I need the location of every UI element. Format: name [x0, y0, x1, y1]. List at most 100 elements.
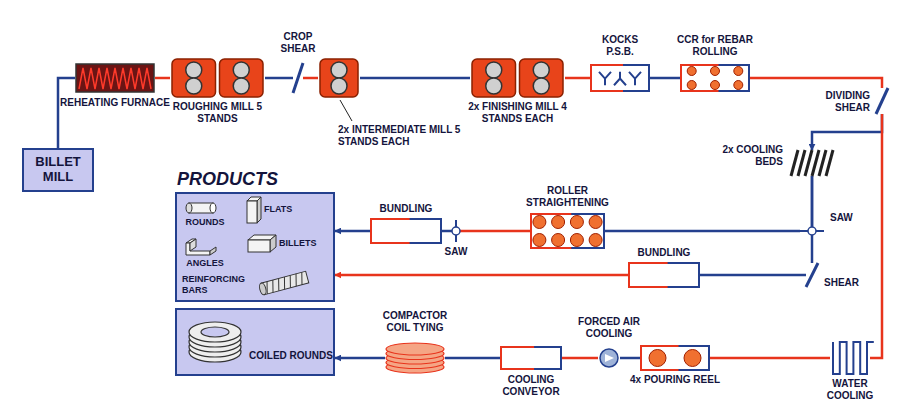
node-label: BUNDLING [628, 247, 700, 259]
flow-line [870, 114, 882, 358]
node-label: ROUGHING MILL 5 STANDS [170, 101, 265, 125]
flow-line [811, 176, 814, 263]
flow-line [812, 114, 882, 150]
flow-line [442, 230, 452, 233]
pouring-reel-icon [640, 345, 710, 371]
product-label: ANGLES [180, 258, 230, 269]
flow-line [620, 357, 640, 360]
process-box-icon [500, 346, 562, 370]
flow-line [605, 230, 800, 233]
rebar-icon [258, 271, 308, 295]
mill-box: BILLET MILL [22, 148, 94, 192]
furnace: REHEATING FURNACE [75, 63, 155, 93]
product-panel: COILED ROUNDS [175, 308, 335, 376]
cooling-beds-icon [789, 150, 835, 176]
mill-stands: ROUGHING MILL 5 STANDS [170, 58, 265, 98]
shear-symbol-icon [876, 88, 888, 114]
process-box-icon [628, 262, 700, 288]
node-label: PRODUCTS [177, 169, 337, 191]
node-label: 2x COOLING BEDS [713, 144, 783, 168]
mill-stand-icon [318, 58, 360, 98]
node-label: WATER COOLING [820, 378, 880, 402]
shear-symbol: CROP SHEAR [293, 63, 303, 93]
rounds-icon [186, 203, 216, 213]
water-cooling-icon [830, 340, 870, 376]
process-box-icon [370, 218, 442, 244]
shear-symbol: SHEAR [806, 263, 818, 287]
mill-stands-icon [470, 58, 565, 98]
product-label: REINFORCING BARS [182, 274, 262, 296]
process-box: COOLING CONVEYOR [500, 346, 562, 370]
shear-symbol: DIVIDING SHEAR [876, 88, 888, 114]
flow-line [335, 230, 370, 233]
flow-line [700, 274, 806, 277]
node-text: BILLET MILL [24, 151, 92, 189]
mill-stand: 2x INTERMEDIATE MILL 5 STANDS EACH [318, 58, 360, 98]
saw-symbol: SAW [800, 226, 824, 236]
leader-line [340, 100, 352, 121]
node-label: 2x FINISHING MILL 4 STANDS EACH [463, 101, 572, 125]
flow-line [562, 357, 598, 360]
angles-icon [186, 239, 216, 255]
flow-line [460, 230, 530, 233]
flow-line [445, 357, 500, 360]
mill-stands-icon [170, 58, 265, 98]
node-label: COMPACTOR COIL TYING [375, 310, 455, 334]
flow-line [750, 78, 882, 88]
water-cooling: WATER COOLING [830, 340, 870, 376]
shear-symbol-icon [293, 63, 303, 93]
node-label: SHEAR [824, 277, 874, 289]
flow-line [155, 77, 170, 80]
node-label: 2x INTERMEDIATE MILL 5 STANDS EACH [338, 124, 464, 148]
pouring-reel: 4x POURING REEL [640, 345, 710, 371]
coil-tying: COMPACTOR COIL TYING [385, 342, 445, 374]
billets-icon [248, 235, 276, 252]
node-label: COOLING CONVEYOR [490, 374, 572, 398]
node-label: KOCKS P.S.B. [590, 34, 650, 58]
node-label: REHEATING FURNACE [55, 97, 175, 109]
node-label: SAW [830, 212, 870, 224]
node-label: CCR for REBAR ROLLING [665, 34, 765, 58]
fan-symbol: FORCED AIR COOLING [598, 348, 620, 368]
flow-line [58, 78, 75, 148]
saw-symbol-icon [800, 226, 824, 236]
flow-line [335, 357, 385, 360]
product-label: ROUNDS [180, 217, 230, 228]
mill-stands: 2x FINISHING MILL 4 STANDS EACH [470, 58, 565, 98]
node-label: 4x POURING REEL [625, 374, 725, 386]
cooling-beds: 2x COOLING BEDS [789, 150, 835, 176]
flow-line [565, 77, 590, 80]
node-label: DIVIDING SHEAR [812, 90, 870, 114]
node-label: SAW [436, 246, 476, 258]
flats-icon [247, 197, 261, 223]
straightener: ROLLER STRAIGHTENING [530, 213, 605, 249]
flow-line [335, 274, 628, 277]
node-label: BUNDLING [370, 203, 442, 215]
flow-line [650, 77, 680, 80]
shear-symbol-icon [806, 263, 818, 287]
furnace-icon [75, 63, 155, 93]
product-label: BILLETS [279, 238, 334, 249]
ccr-block: CCR for REBAR ROLLING [680, 64, 750, 92]
kocks-block-icon [590, 64, 650, 92]
node-label: CROP SHEAR [275, 31, 321, 55]
process-box: BUNDLING [628, 262, 700, 288]
straightener-icon [530, 213, 605, 249]
kocks-block: KOCKS P.S.B. [590, 64, 650, 92]
product-label: FLATS [264, 204, 309, 215]
coil-tying-icon [385, 342, 445, 374]
node-label: COILED ROUNDS [249, 350, 333, 362]
flow-line [303, 77, 318, 80]
flow-line [360, 77, 470, 80]
flow-line [265, 77, 293, 80]
saw-symbol-icon [452, 220, 460, 242]
node-label: FORCED AIR COOLING [573, 316, 645, 340]
ccr-block-icon [680, 64, 750, 92]
process-box: BUNDLING [370, 218, 442, 244]
fan-symbol-icon [598, 348, 620, 368]
saw-symbol: SAW [452, 220, 460, 242]
coiled-rounds-icon [189, 322, 241, 362]
flow-line [710, 357, 830, 360]
